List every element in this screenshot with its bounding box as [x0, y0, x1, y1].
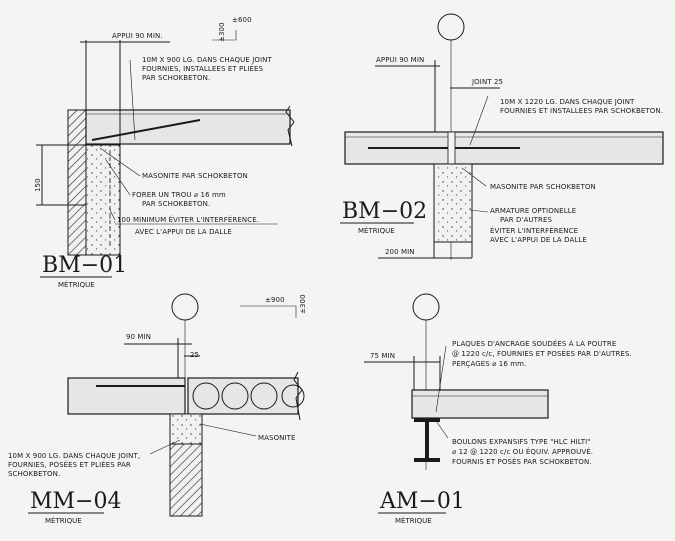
- mm04-dim-90: 90 MIN: [126, 333, 151, 341]
- brick-wall: [67, 109, 87, 256]
- bm01-title: BM−01: [42, 253, 127, 278]
- mm04-brick-wall: [169, 443, 203, 517]
- bm01-forer-line1: FORER UN TROU ⌀ 16 mm: [132, 191, 226, 199]
- am01-dim-75: 75 MIN: [370, 352, 395, 360]
- bm02-title: BM−02: [342, 199, 427, 224]
- detail-mm04: 90 MIN 25 ±900 ±300 MASONITE 10M X 900 L…: [8, 293, 307, 525]
- bm01-min-line1: 100 MINIMUM ÉVITER L'INTERFÉRENCE.: [117, 215, 259, 224]
- bm01-dim-300: ±300: [218, 22, 226, 42]
- mm04-left-slab: [67, 377, 186, 415]
- detail-bm01: APPUI 90 MIN. 150 ±600 ±300 10M X 900 LG…: [34, 16, 295, 289]
- mm04-title: MM−04: [30, 489, 121, 514]
- bm02-joint-line1: 10M X 1220 LG. DANS CHAQUE JOINT: [500, 98, 635, 106]
- am01-plaq-line3: PERÇAGES ⌀ 16 mm.: [452, 360, 526, 368]
- bm02-dim-200: 200 MIN: [385, 248, 415, 256]
- bm01-masonite: MASONITE PAR SCHOKBETON: [142, 172, 248, 180]
- bm02-joint-line2: FOURNIES ET INSTALLEES PAR SCHOKBETON.: [500, 107, 663, 115]
- dowel-bar: [91, 119, 201, 141]
- am01-boul-line3: FOURNIS ET POSÉS PAR SCHOKBETON.: [452, 457, 592, 466]
- am01-grid-bubble: [412, 293, 440, 321]
- am01-beam-flange: [414, 418, 440, 422]
- bm02-arm-line1: ARMATURE OPTIONELLE: [490, 207, 576, 215]
- bm01-min-line2: AVEC L'APPUI DE LA DALLE: [135, 228, 232, 236]
- mm04-dim-25: 25: [190, 351, 199, 359]
- am01-plaq-line1: PLAQUES D'ANCRAGE SOUDÉES À LA POUTRE: [452, 339, 616, 348]
- hollow-core-slab: [85, 109, 291, 145]
- am01-title: AM−01: [379, 489, 465, 514]
- am01-boul-line1: BOULONS EXPANSIFS TYPE "HLC HILTI": [452, 438, 591, 446]
- mm04-dim-300: ±300: [299, 294, 307, 314]
- am01-slab: [411, 389, 549, 419]
- bm02-joint25: JOINT 25: [471, 78, 503, 86]
- mm04-joint-line2: FOURNIES, POSÉES ET PLIÉES PAR: [8, 460, 131, 469]
- bm01-forer-line2: PAR SCHOKBETON.: [142, 200, 210, 208]
- bm01-joint-line1: 10M X 900 LG. DANS CHAQUE JOINT: [142, 56, 272, 64]
- mm04-masonite: MASONITE: [258, 434, 296, 442]
- mm04-bearing: [169, 413, 203, 445]
- mm04-dim-900: ±900: [265, 296, 285, 304]
- detail-bm02: APPUI 90 MIN JOINT 25 10M X 1220 LG. DAN…: [340, 13, 664, 260]
- bm01-subtitle: MÉTRIQUE: [58, 280, 95, 289]
- bm01-joint-line2: FOURNIES, INSTALLEES ET PLIÉES: [142, 64, 264, 73]
- am01-boul-line2: ⌀ 12 @ 1220 c/c OU ÉQUIV. APPROUVÉ.: [452, 447, 593, 456]
- concrete-wall: [85, 144, 121, 256]
- bm01-dim-600: ±600: [232, 16, 252, 24]
- mm04-joint-line1: 10M X 900 LG. DANS CHAQUE JOINT,: [8, 452, 140, 460]
- bm02-masonite: MASONITE PAR SCHOKBETON: [490, 183, 596, 191]
- bm02-appui: APPUI 90 MIN: [376, 56, 424, 64]
- mm04-grid-bubble: [171, 293, 199, 321]
- am01-subtitle: MÉTRIQUE: [395, 516, 432, 525]
- mm04-subtitle: MÉTRIQUE: [45, 516, 82, 525]
- bm01-dim-150: 150: [34, 178, 42, 192]
- bm02-evit-line1: ÉVITER L'INTERFÉRENCE: [490, 226, 578, 235]
- bm02-grid-bubble: [437, 13, 465, 41]
- bm02-wall: [433, 163, 473, 243]
- bm02-evit-line2: AVEC L'APPUI DE LA DALLE: [490, 236, 587, 244]
- bm01-appui-label: APPUI 90 MIN.: [112, 32, 163, 40]
- bm01-joint-line3: PAR SCHOKBETON.: [142, 74, 210, 82]
- detail-am01: 75 MIN PLAQUES D'ANCRAGE SOUDÉES À LA PO…: [364, 293, 632, 525]
- mm04-joint-line3: SCHOKBETON.: [8, 470, 60, 478]
- bm02-subtitle: MÉTRIQUE: [358, 226, 395, 235]
- bm02-arm-line2: PAR D'AUTRES: [500, 216, 553, 224]
- am01-plaq-line2: @ 1220 c/c, FOURNIES ET POSÉES PAR D'AUT…: [452, 349, 632, 358]
